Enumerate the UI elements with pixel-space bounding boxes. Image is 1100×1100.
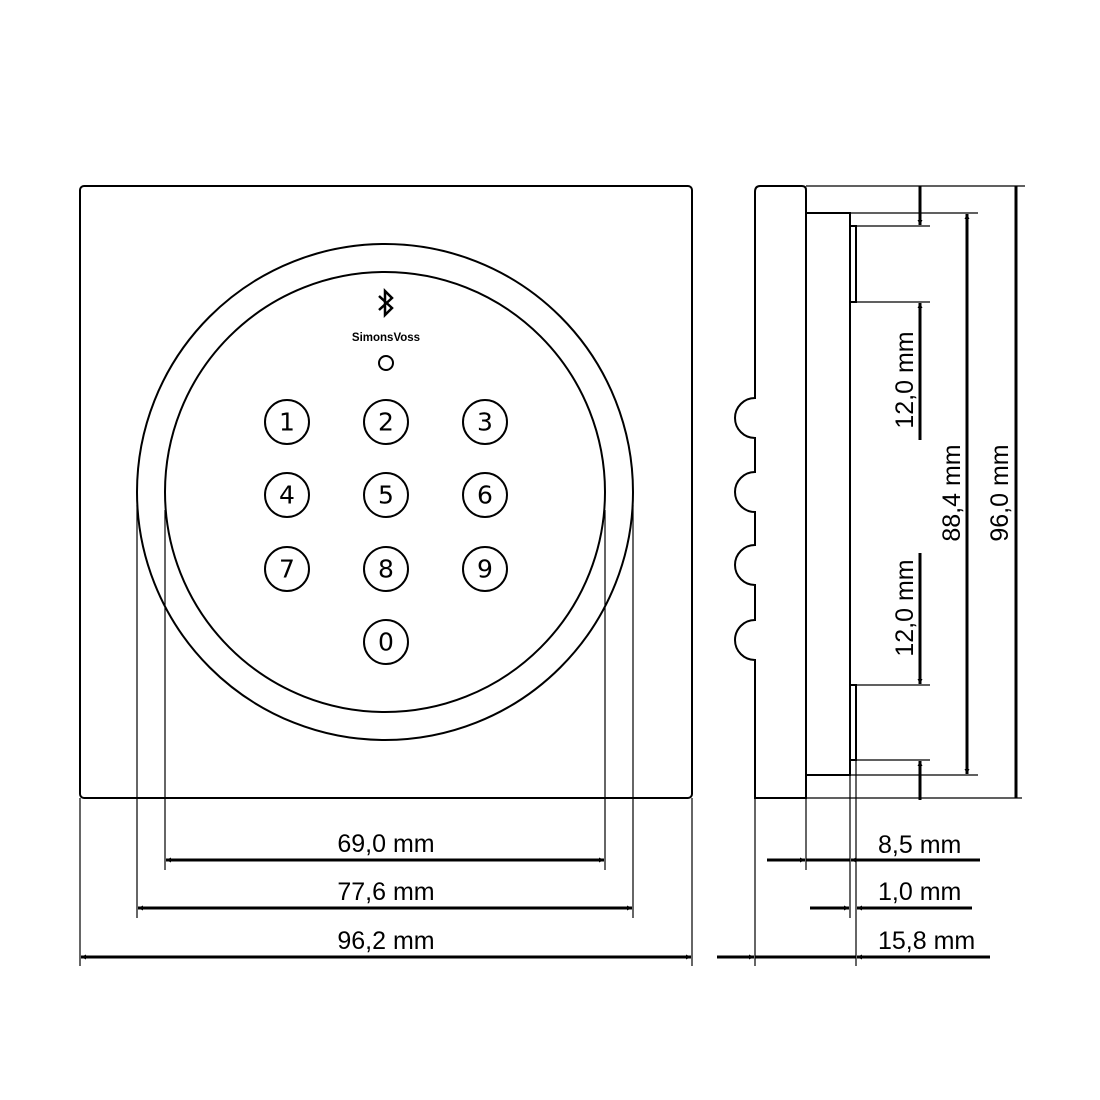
faceplate (79, 185, 693, 799)
key-label: 8 (378, 555, 394, 584)
key-label: 1 (279, 408, 295, 437)
brand-logo: SimonsVoss (352, 332, 420, 344)
outer-ring (136, 243, 634, 741)
tab-bottom (849, 684, 857, 761)
width-label: 96,2 mm (337, 927, 434, 955)
key-label: 9 (477, 555, 493, 584)
key-2-button[interactable]: 2 (363, 399, 409, 445)
housing (805, 212, 851, 776)
key-outline (363, 472, 409, 518)
side-dimensions: 12,0 mm 12,0 mm 88,4 mm 96,0 mm 8,5 mm 1… (717, 185, 1025, 966)
key-8-button[interactable]: 8 (363, 546, 409, 592)
front-view: SimonsVoss 1 2 3 4 5 6 7 8 9 0 (79, 185, 693, 799)
keypad: 1 2 3 4 5 6 7 8 9 0 (264, 399, 508, 665)
key-label: 5 (378, 481, 394, 510)
tab-top-label: 12,0 mm (891, 331, 919, 428)
key-9-button[interactable]: 9 (462, 546, 508, 592)
side-view (734, 185, 857, 799)
key-outline (264, 546, 310, 592)
led-indicator-icon (378, 355, 394, 371)
key-5-button[interactable]: 5 (363, 472, 409, 518)
tab-top (849, 225, 857, 303)
total-depth-label: 15,8 mm (878, 927, 975, 955)
key-outline (462, 472, 508, 518)
bluetooth-icon (378, 287, 394, 319)
total-height-label: 96,0 mm (986, 444, 1014, 541)
key-outline (363, 546, 409, 592)
key-outline (363, 619, 409, 665)
key-label: 7 (279, 555, 295, 584)
key-4-button[interactable]: 4 (264, 472, 310, 518)
housing-depth-label: 8,5 mm (878, 831, 961, 859)
key-label: 4 (279, 481, 295, 510)
key-outline (264, 399, 310, 445)
outer-diameter-label: 77,6 mm (337, 878, 434, 906)
tab-depth-label: 1,0 mm (878, 878, 961, 906)
key-label: 3 (477, 408, 493, 437)
key-1-button[interactable]: 1 (264, 399, 310, 445)
key-0-button[interactable]: 0 (363, 619, 409, 665)
key-outline (462, 399, 508, 445)
key-label: 6 (477, 481, 493, 510)
key-outline (264, 472, 310, 518)
tab-bottom-label: 12,0 mm (891, 559, 919, 656)
inner-diameter-label: 69,0 mm (337, 830, 434, 858)
key-7-button[interactable]: 7 (264, 546, 310, 592)
key-label: 2 (378, 408, 394, 437)
key-label: 0 (378, 628, 394, 657)
key-6-button[interactable]: 6 (462, 472, 508, 518)
key-outline (462, 546, 508, 592)
key-outline (363, 399, 409, 445)
front-dimensions: 69,0 mm 77,6 mm 96,2 mm (79, 505, 693, 966)
inner-ring (164, 271, 606, 713)
back-plate (734, 185, 807, 799)
housing-height-label: 88,4 mm (938, 444, 966, 541)
key-3-button[interactable]: 3 (462, 399, 508, 445)
